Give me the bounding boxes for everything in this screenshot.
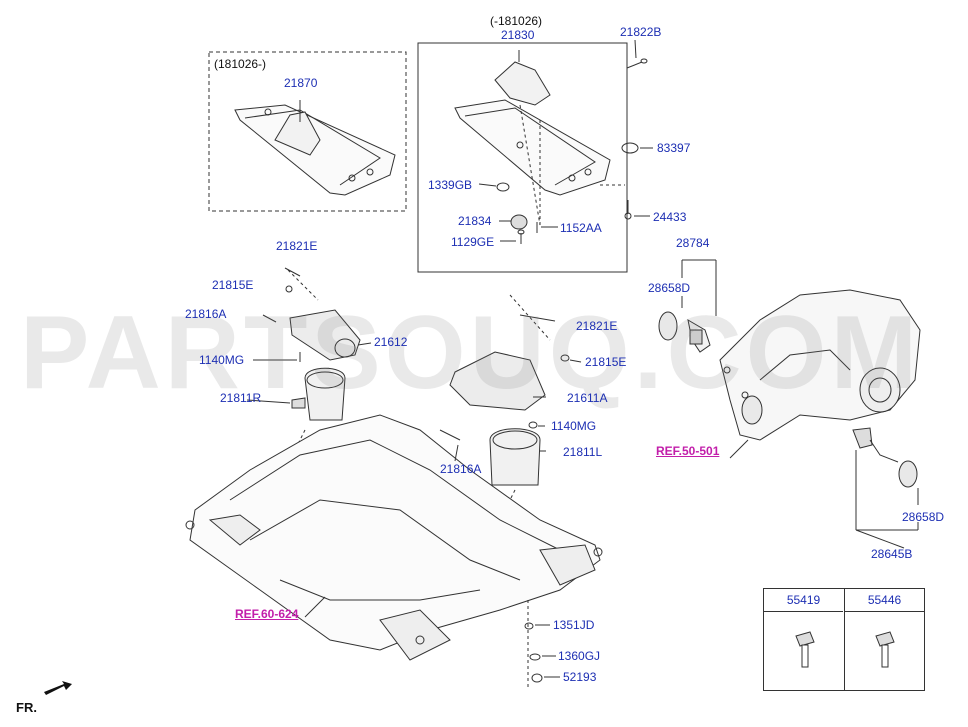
part-52193[interactable]: 52193 [563, 670, 597, 684]
ref60-leader [304, 596, 326, 618]
bolt-24433 [624, 200, 650, 220]
stopper-21834 [499, 214, 528, 230]
part-1339GB[interactable]: 1339GB [428, 178, 473, 192]
ref-60-624-link[interactable]: REF.60-624 [235, 607, 299, 621]
differential-housing [719, 289, 921, 441]
bolt-table-col-1[interactable]: 55419 [764, 589, 843, 612]
subframe [185, 414, 603, 690]
part-21611A[interactable]: 21611A [567, 391, 608, 405]
part-21612[interactable]: 21612 [374, 335, 408, 349]
crossmember-21870 [234, 100, 396, 196]
part-28645B[interactable]: 28645B [871, 547, 913, 561]
part-1129GE[interactable]: 1129GE [451, 235, 495, 249]
ref50-leader [729, 439, 749, 459]
mount-assembly-right [439, 294, 570, 521]
part-21816A-right[interactable]: 21816A [440, 462, 482, 476]
part-83397[interactable]: 83397 [657, 141, 691, 155]
bolt-55446-icon [875, 631, 895, 668]
part-21834[interactable]: 21834 [458, 214, 492, 228]
washer-1351JD [524, 622, 534, 630]
part-1140MG-right[interactable]: 1140MG [551, 419, 597, 433]
bolt-table-divider [844, 589, 845, 690]
part-21821E-left[interactable]: 21821E [276, 239, 318, 253]
arrow-icon [44, 681, 72, 695]
crossmember-21830 [454, 50, 625, 228]
variant-box-left [208, 51, 407, 212]
part-28784[interactable]: 28784 [676, 236, 710, 250]
part-28658D-bottom[interactable]: 28658D [902, 510, 945, 524]
part-1140MG-left[interactable]: 1140MG [199, 353, 245, 367]
ring-83397 [621, 142, 639, 154]
insulator-bottom [852, 427, 919, 549]
part-1351JD[interactable]: 1351JD [553, 618, 595, 632]
part-24433[interactable]: 24433 [653, 210, 687, 224]
part-21870[interactable]: 21870 [284, 76, 318, 90]
part-1360GJ[interactable]: 1360GJ [558, 649, 601, 663]
part-28658D-top[interactable]: 28658D [648, 281, 691, 295]
front-label: FR. [16, 700, 37, 715]
variant-label-left: (181026-) [214, 57, 267, 71]
part-21816A-left[interactable]: 21816A [185, 307, 227, 321]
part-21811L[interactable]: 21811L [563, 445, 603, 459]
bolt-table-col-2[interactable]: 55446 [845, 589, 924, 612]
part-21815E-left[interactable]: 21815E [212, 278, 254, 292]
nut-52193 [531, 673, 543, 683]
bolt-55419-icon [795, 631, 815, 668]
bolt-1129GE [500, 229, 525, 244]
bolt-table: 55419 55446 [763, 588, 925, 691]
washer-1360GJ [529, 653, 541, 661]
part-21815E-right[interactable]: 21815E [585, 355, 627, 369]
variant-label-right: (-181026) [490, 14, 543, 28]
mount-assembly-left [262, 267, 361, 471]
insulator-top [658, 311, 711, 353]
part-21821E-right[interactable]: 21821E [576, 319, 618, 333]
nut-1339GB [496, 182, 510, 192]
bolt-21822B [626, 39, 648, 69]
ref-50-501-link[interactable]: REF.50-501 [656, 444, 720, 458]
part-21811R[interactable]: 21811R [220, 391, 262, 405]
part-1152AA[interactable]: 1152AA [560, 221, 602, 235]
part-21830[interactable]: 21830 [501, 28, 535, 42]
leader-28784 [681, 259, 717, 316]
part-21822B[interactable]: 21822B [620, 25, 662, 39]
variant-box-right [417, 42, 628, 273]
